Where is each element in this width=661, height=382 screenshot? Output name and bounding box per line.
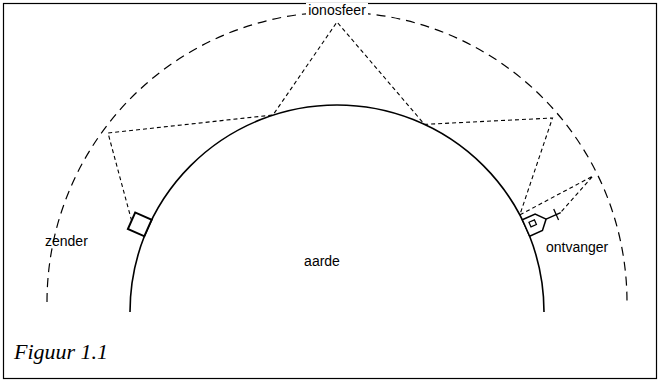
figure-caption: Figuur 1.1 [14, 340, 108, 364]
layer-label: ionosfeer [306, 3, 368, 18]
receiver-symbol [522, 204, 564, 236]
ionosphere-arc [47, 12, 627, 302]
transmitter-symbol [128, 212, 152, 236]
figure-frame [4, 4, 657, 379]
device-label: zender [45, 234, 88, 249]
device-label: ontvanger [546, 240, 608, 255]
region-label: aarde [304, 254, 340, 269]
earth-arc [130, 105, 544, 312]
radio-wave-path [108, 22, 593, 221]
